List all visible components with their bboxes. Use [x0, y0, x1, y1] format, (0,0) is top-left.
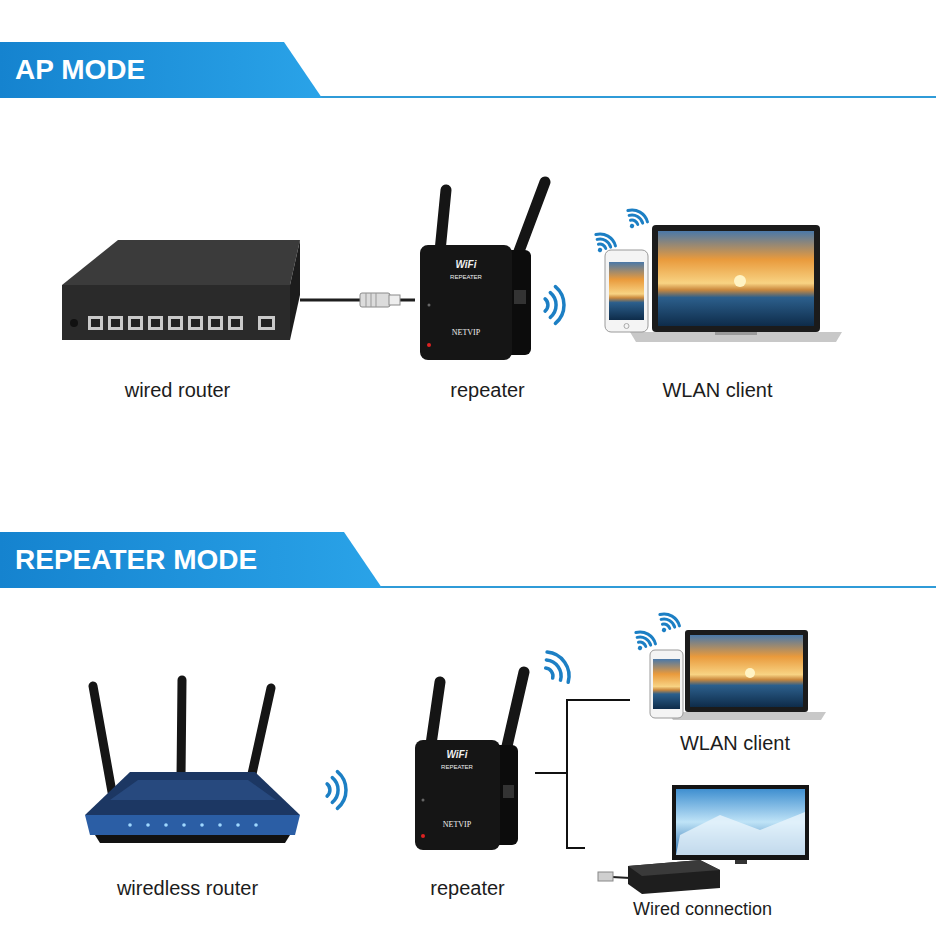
set-top-box	[598, 860, 720, 894]
banner-fill	[0, 42, 322, 98]
ethernet-plug	[360, 293, 400, 307]
device-node: WLAN client	[590, 200, 845, 402]
device-model: REPEATER	[450, 273, 482, 281]
device-logo: WiFi	[455, 259, 476, 271]
repeater-illustration	[415, 672, 524, 850]
device-caption: WLAN client	[680, 731, 790, 755]
mode-title: AP MODE	[0, 42, 322, 98]
phone-illustration	[650, 650, 683, 718]
wifi-icon	[653, 611, 682, 638]
wireless-signal	[545, 287, 564, 324]
mode-title: REPEATER MODE	[0, 532, 382, 588]
wireless-signal	[539, 647, 576, 688]
device-caption: wiredless router	[117, 876, 258, 900]
mode-banner: AP MODE	[0, 42, 322, 98]
phone-illustration	[605, 250, 648, 332]
banner-fill	[0, 532, 382, 588]
device-logo: WiFi	[446, 749, 467, 761]
wifi-icon	[629, 629, 658, 656]
wifi-icon	[589, 231, 618, 258]
mode-banner: REPEATER MODE	[0, 532, 382, 588]
device-node: repeater	[400, 660, 535, 900]
repeater-illustration	[420, 182, 545, 360]
wired-router-illustration	[62, 240, 300, 340]
device-node: Wired connection	[585, 775, 820, 920]
connection-line	[535, 773, 585, 848]
device-caption: WLAN client	[662, 378, 772, 402]
wireless-signal	[327, 772, 346, 809]
brand-mark: NETVIP	[443, 820, 471, 830]
device-caption: repeater	[430, 876, 505, 900]
laptop-illustration	[668, 630, 826, 720]
connection-line	[535, 700, 630, 773]
device-node: repeater	[415, 175, 560, 402]
device-model: REPEATER	[441, 763, 473, 771]
device-node: wiredless router	[60, 670, 315, 900]
wifi-icon	[621, 207, 650, 234]
tv-illustration	[672, 785, 809, 864]
wireless-router-illustration	[85, 680, 300, 843]
device-node: wired router	[55, 230, 300, 402]
device-caption: repeater	[450, 378, 525, 402]
device-node: WLAN client	[630, 600, 840, 755]
device-caption: wired router	[125, 378, 231, 402]
laptop-illustration	[630, 225, 842, 342]
device-caption: Wired connection	[633, 898, 772, 920]
brand-mark: NETVIP	[452, 328, 480, 338]
